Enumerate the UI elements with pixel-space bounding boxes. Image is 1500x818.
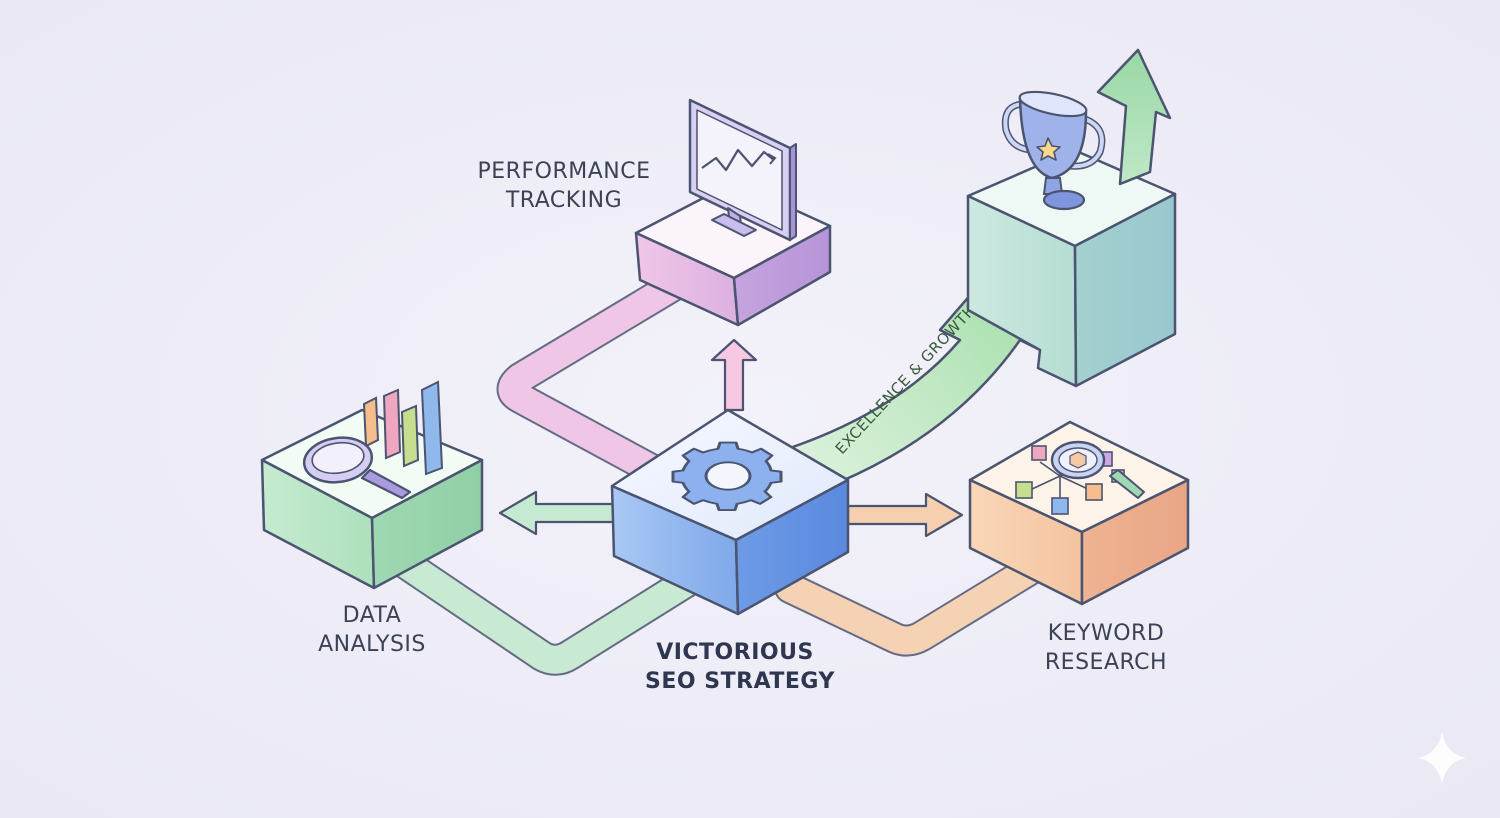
data-label-line2: ANALYSIS	[318, 632, 426, 657]
data-label-line1: DATA	[343, 603, 402, 628]
center-label-line1: VICTORIOUS	[656, 640, 814, 665]
performance-label-line1: PERFORMANCE	[478, 159, 651, 184]
monitor-chart-icon	[688, 98, 797, 242]
data-block	[260, 408, 484, 590]
connector-data	[384, 544, 706, 676]
gear-icon	[671, 441, 783, 512]
up-arrow-performance	[710, 338, 758, 412]
sparkle-icon	[1418, 732, 1466, 784]
label-center: VICTORIOUS SEO STRATEGY	[645, 640, 835, 694]
keyword-label-line1: KEYWORD	[1048, 621, 1165, 646]
connector-performance	[496, 254, 716, 494]
performance-label-line2: TRACKING	[505, 188, 622, 213]
keyword-label-line2: RESEARCH	[1045, 650, 1167, 675]
label-keyword: KEYWORD RESEARCH	[1045, 621, 1167, 675]
right-arrow-keyword	[846, 492, 964, 538]
up-arrow-icon	[1096, 48, 1172, 186]
label-performance: PERFORMANCE TRACKING	[478, 159, 651, 213]
connector-keyword	[774, 554, 1046, 657]
trophy-icon	[1001, 90, 1106, 211]
center-label-line2: SEO STRATEGY	[645, 669, 835, 694]
bar-chart-icon	[362, 380, 444, 476]
label-data: DATA ANALYSIS	[318, 603, 426, 657]
keyword-cubes-icon	[1015, 440, 1145, 515]
magnifier-icon	[302, 436, 412, 500]
